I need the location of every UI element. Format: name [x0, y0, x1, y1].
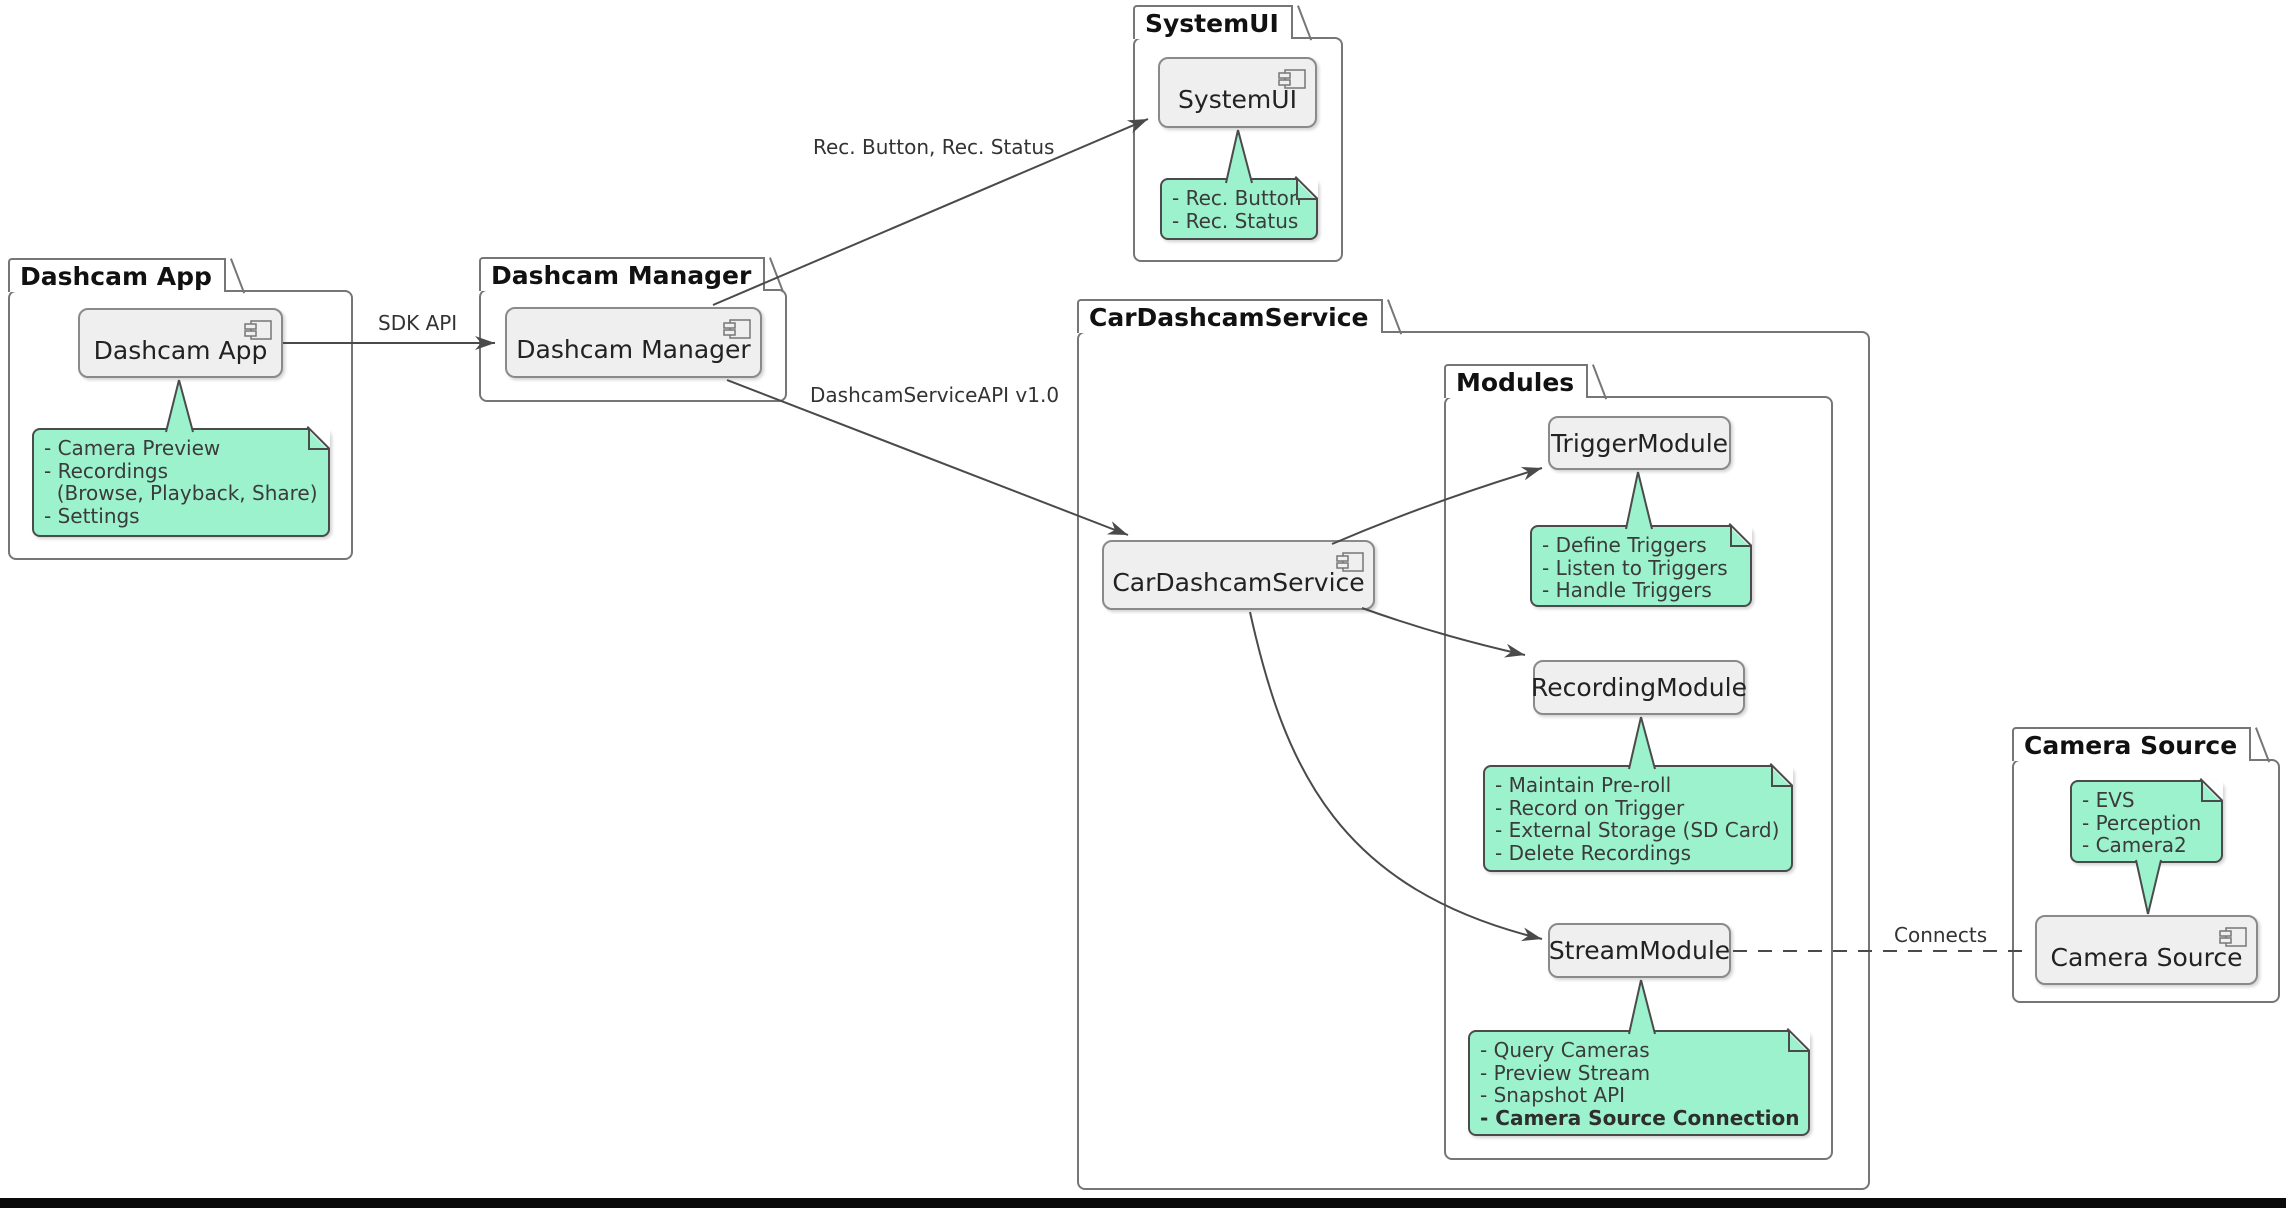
component-label: Dashcam App — [93, 335, 268, 365]
note-line: - Settings — [44, 503, 140, 528]
note-line: - Maintain Pre-roll — [1495, 773, 1672, 797]
note-line: - Delete Recordings — [1495, 840, 1692, 865]
note-line: - Define Triggers — [1542, 533, 1707, 557]
note-line: - Rec. Button — [1172, 186, 1302, 210]
component-label: CarDashcamService — [1112, 567, 1365, 597]
package-title: CarDashcamService — [1089, 303, 1369, 332]
component-trigger-module: TriggerModule — [1548, 416, 1731, 470]
component-label: Camera Source — [2050, 942, 2243, 972]
note-line: - External Storage (SD Card) — [1495, 818, 1780, 842]
note-line: - Perception — [2082, 810, 2202, 835]
package-title: SystemUI — [1145, 9, 1279, 38]
component-label: StreamModule — [1548, 936, 1731, 965]
note-fold-icon — [1788, 1030, 1810, 1052]
component-label: Dashcam Manager — [516, 335, 751, 364]
note-line: - Camera2 — [2082, 833, 2187, 857]
component-icon — [723, 316, 751, 345]
component-recording-module: RecordingModule — [1531, 660, 1747, 715]
component-dashcam-manager: Dashcam Manager — [505, 307, 762, 378]
note-trigger-module: - Define Triggers - Listen to Triggers -… — [1530, 525, 1752, 607]
note-stream-module: - Query Cameras - Preview Stream - Snaps… — [1468, 1030, 1810, 1136]
package-tab-cardashcamservice: CarDashcamService — [1077, 299, 1383, 333]
note-fold-icon — [1296, 178, 1318, 200]
package-title: Camera Source — [2024, 731, 2238, 760]
component-icon — [2219, 924, 2247, 953]
note-line: - Preview Stream — [1480, 1060, 1651, 1085]
package-title: Modules — [1456, 368, 1575, 397]
component-icon — [1278, 66, 1306, 95]
component-cardashcamservice: CarDashcamService — [1102, 540, 1375, 610]
note-line: - Record on Trigger — [1495, 795, 1685, 820]
component-icon — [244, 317, 272, 346]
component-camera-source: Camera Source — [2035, 915, 2258, 985]
note-camera-source: - EVS - Perception - Camera2 — [2070, 780, 2223, 863]
note-fold-icon — [308, 428, 330, 450]
edge-label-sdk-api: SDK API — [378, 311, 458, 335]
package-tab-modules: Modules — [1444, 364, 1589, 398]
note-line: - Query Cameras — [1480, 1038, 1650, 1062]
component-label: TriggerModule — [1550, 428, 1729, 458]
note-line: - Rec. Status — [1172, 208, 1299, 233]
note-line: - Camera Source Connection — [1480, 1105, 1800, 1130]
note-line: - Handle Triggers — [1542, 578, 1712, 602]
package-tab-camera-source: Camera Source — [2012, 727, 2252, 761]
component-label: SystemUI — [1178, 85, 1297, 114]
package-tab-dashcam-manager: Dashcam Manager — [479, 257, 766, 291]
note-fold-icon — [2201, 780, 2223, 802]
note-line: - Listen to Triggers — [1542, 555, 1728, 580]
note-line: - Camera Preview — [44, 436, 221, 460]
note-fold-icon — [1771, 765, 1793, 787]
note-dashcam-app: - Camera Preview - Recordings (Browse, P… — [32, 428, 330, 537]
note-line: - Recordings — [44, 458, 169, 483]
edge-label-rec-button-status: Rec. Button, Rec. Status — [813, 135, 1055, 159]
component-systemui: SystemUI — [1158, 57, 1317, 128]
note-fold-icon — [1730, 525, 1752, 547]
note-line: - EVS — [2082, 788, 2135, 812]
component-dashcam-app: Dashcam App — [78, 308, 283, 378]
package-tab-systemui: SystemUI — [1133, 5, 1293, 39]
package-title: Dashcam App — [20, 262, 212, 291]
note-systemui: - Rec. Button - Rec. Status — [1160, 178, 1318, 240]
note-recording-module: - Maintain Pre-roll - Record on Trigger … — [1483, 765, 1793, 872]
component-icon — [1336, 549, 1364, 578]
note-line: (Browse, Playback, Share) — [44, 481, 318, 505]
package-title: Dashcam Manager — [491, 261, 752, 290]
component-label: RecordingModule — [1531, 673, 1747, 702]
package-tab-dashcam-app: Dashcam App — [8, 258, 226, 292]
bottom-bar — [0, 1198, 2286, 1208]
edge-label-dashcamserviceapi: DashcamServiceAPI v1.0 — [810, 383, 1060, 407]
component-stream-module: StreamModule — [1548, 923, 1731, 978]
note-line: - Snapshot API — [1480, 1083, 1626, 1107]
edge-label-connects: Connects — [1894, 923, 1988, 947]
